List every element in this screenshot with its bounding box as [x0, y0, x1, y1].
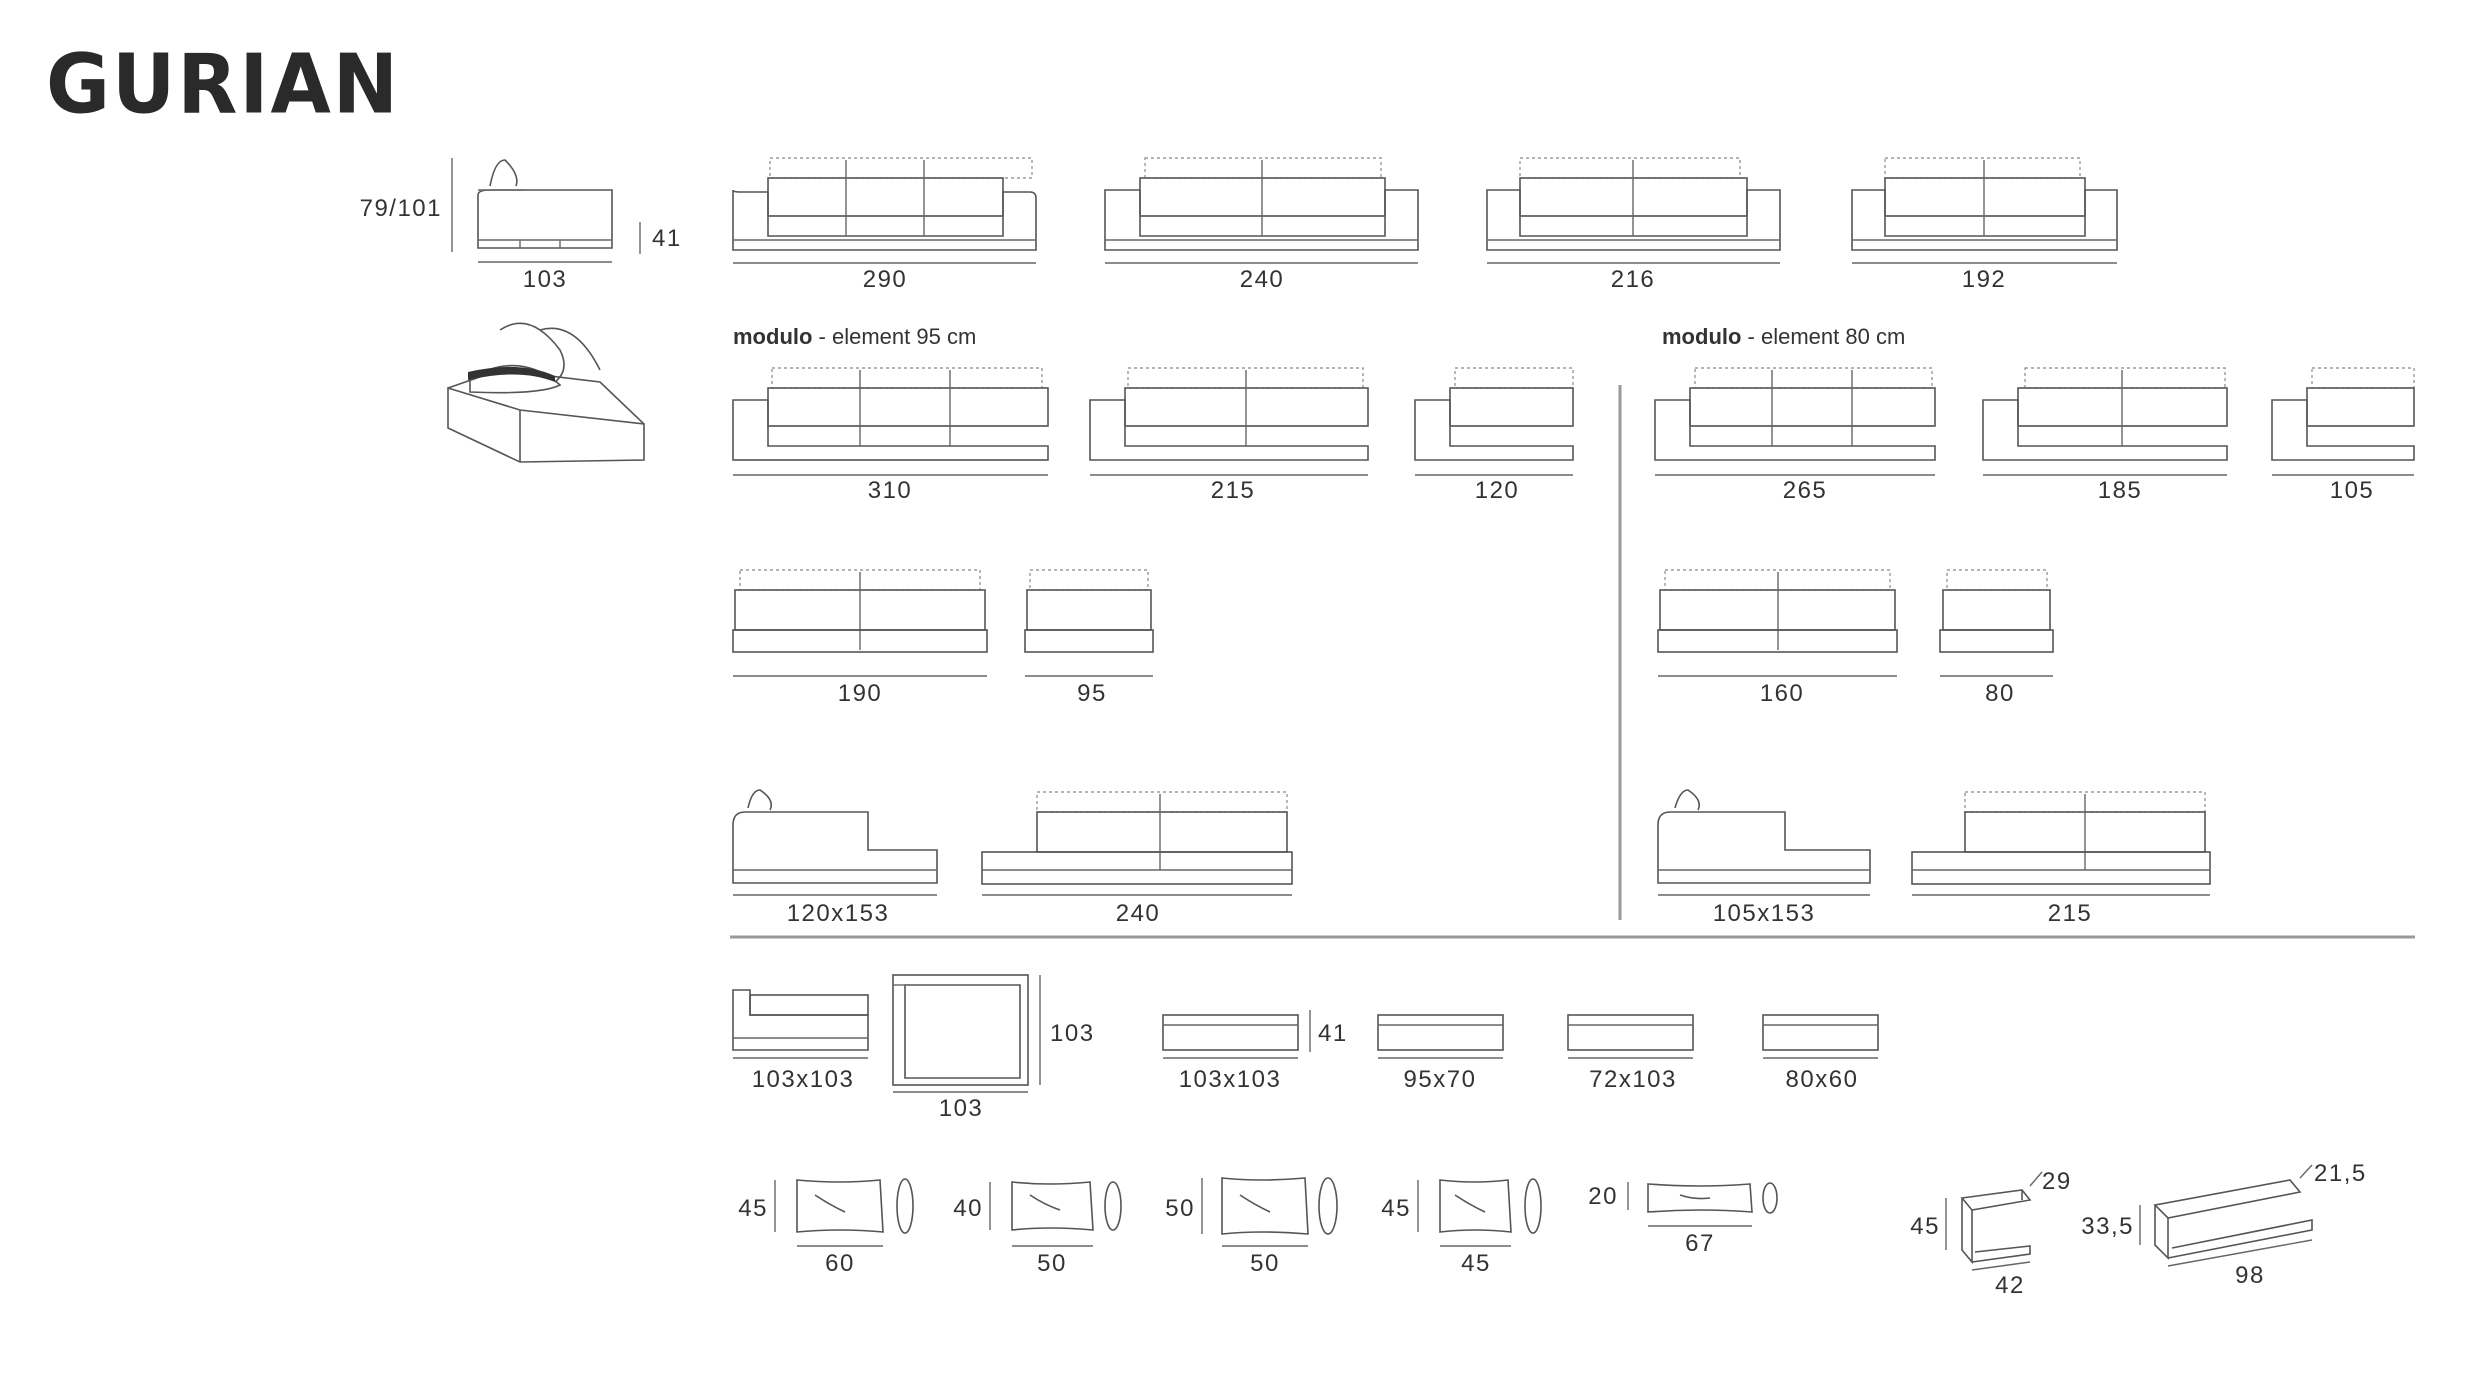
cushion-5-width: 67 — [1685, 1230, 1715, 1257]
cushion-1-height: 45 — [738, 1195, 768, 1222]
cushion-2-width: 50 — [1037, 1250, 1067, 1277]
cushion-50x50-drawing — [1201, 1177, 1338, 1247]
dim-label-215: 215 — [1210, 477, 1256, 504]
cushion-3-width: 50 — [1250, 1250, 1280, 1277]
cushion-2-height: 40 — [953, 1195, 983, 1222]
dim-label-80: 80 — [1985, 680, 2015, 707]
dim-label-95: 95 — [1077, 680, 1107, 707]
dim-label-120x153: 120x153 — [786, 900, 890, 927]
dim-label-plan-side: 103 — [1050, 1020, 1095, 1047]
gurian-logo: GURIAN — [46, 37, 401, 133]
sofa-240-drawing — [1104, 157, 1419, 264]
side-table-small-drawing — [1945, 1171, 2043, 1271]
section-heading-80: modulo - element 80 cm — [1662, 324, 1906, 349]
side-view-drawing — [451, 158, 641, 263]
dim-label-215-open: 215 — [2047, 900, 2093, 927]
cushion-3-height: 50 — [1165, 1195, 1195, 1222]
cushion-20x67-drawing — [1627, 1182, 1778, 1227]
sofa-105-drawing — [2271, 367, 2415, 476]
sofa-215-open-drawing — [1911, 791, 2211, 896]
dim-label-310: 310 — [867, 477, 913, 504]
sofa-120-drawing — [1414, 367, 1574, 476]
sofa-95-drawing — [1024, 569, 1154, 677]
cushion-40x50-drawing — [989, 1181, 1122, 1247]
dim-label-290: 290 — [862, 266, 908, 293]
corner-plan-drawing — [892, 974, 1041, 1093]
sofa-240-open-drawing — [981, 791, 1293, 896]
cushion-45x60-drawing — [774, 1178, 914, 1247]
dim-label-216: 216 — [1610, 266, 1656, 293]
table-large-depth: 21,5 — [2314, 1160, 2367, 1187]
pouf-80x60-drawing — [1762, 1014, 1879, 1059]
chaise-120x153-drawing — [732, 789, 938, 896]
dim-label-120: 120 — [1474, 477, 1520, 504]
dim-label-pouf-72x103: 72x103 — [1589, 1066, 1677, 1093]
pouf-72x103-drawing — [1567, 1014, 1694, 1059]
corner-module-drawing — [732, 989, 869, 1059]
dim-label-plan-bottom: 103 — [938, 1095, 984, 1122]
table-large-width: 98 — [2235, 1262, 2265, 1289]
side-view-depth-label: 103 — [522, 266, 568, 293]
cushion-45x45-drawing — [1417, 1178, 1542, 1247]
cushion-4-width: 45 — [1461, 1250, 1491, 1277]
dim-label-pouf-103x103: 103x103 — [1178, 1066, 1282, 1093]
side-view-seat-height-label: 41 — [652, 225, 682, 252]
sofa-192-drawing — [1851, 157, 2118, 264]
side-view-height-label: 79/101 — [359, 195, 442, 222]
dim-label-160: 160 — [1759, 680, 1805, 707]
section-heading-95: modulo - element 95 cm — [733, 324, 977, 349]
cushion-4-height: 45 — [1381, 1195, 1411, 1222]
cushion-1-width: 60 — [825, 1250, 855, 1277]
sofa-310-drawing — [732, 367, 1049, 476]
dim-label-190: 190 — [837, 680, 883, 707]
table-small-height: 45 — [1910, 1213, 1940, 1240]
sofa-215-drawing — [1089, 367, 1369, 476]
sofa-190-drawing — [732, 569, 988, 677]
dim-label-105x153: 105x153 — [1712, 900, 1816, 927]
table-small-depth: 29 — [2042, 1168, 2072, 1195]
chaise-105x153-drawing — [1657, 789, 1871, 896]
dim-label-pouf-height: 41 — [1318, 1020, 1348, 1047]
dim-label-240-open: 240 — [1115, 900, 1161, 927]
sofa-216-drawing — [1486, 157, 1781, 264]
dim-label-265: 265 — [1782, 477, 1828, 504]
dim-label-240: 240 — [1239, 266, 1285, 293]
sofa-80-drawing — [1939, 569, 2054, 677]
sofa-185-drawing — [1982, 367, 2228, 476]
table-large-height: 33,5 — [2081, 1213, 2134, 1240]
sofa-265-drawing — [1654, 367, 1936, 476]
storage-seat-perspective — [447, 322, 645, 463]
dim-label-pouf-95x70: 95x70 — [1403, 1066, 1477, 1093]
cushion-5-height: 20 — [1588, 1183, 1618, 1210]
pouf-103x103-drawing — [1162, 1010, 1311, 1059]
table-small-width: 42 — [1995, 1272, 2025, 1299]
dim-label-corner-103x103: 103x103 — [751, 1066, 855, 1093]
dim-label-pouf-80x60: 80x60 — [1785, 1066, 1859, 1093]
dim-label-185: 185 — [2097, 477, 2143, 504]
pouf-95x70-drawing — [1377, 1014, 1504, 1059]
dim-label-192: 192 — [1961, 266, 2007, 293]
side-table-large-drawing — [2139, 1164, 2313, 1267]
dim-label-105: 105 — [2329, 477, 2375, 504]
sofa-160-drawing — [1657, 569, 1898, 677]
sofa-290-drawing — [732, 157, 1037, 264]
